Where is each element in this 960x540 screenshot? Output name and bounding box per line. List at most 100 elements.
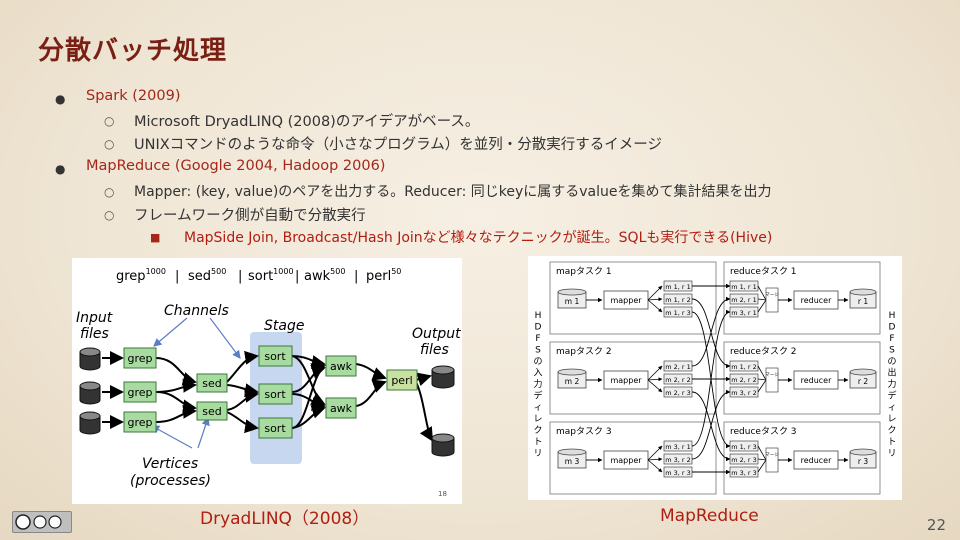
cmd-sep: | (295, 269, 299, 284)
reduce-input-label: m 2, r 3 (731, 456, 757, 464)
hdfs-input-char: レ (533, 415, 542, 425)
bullet-item: フレームワーク側が自動で分散実行 (134, 208, 366, 224)
hdfs-output-char: ト (887, 438, 896, 448)
hdfs-input-char: 力 (533, 378, 542, 390)
map-input-label: m 3 (565, 457, 580, 466)
sed-node (196, 401, 228, 421)
merge-label: マージ (765, 292, 779, 298)
hdfs-output-char: S (889, 346, 895, 356)
reduce-input-label: m 1, r 3 (731, 443, 757, 451)
hdfs-input-char: S (535, 346, 541, 356)
hdfs-input-char: F (535, 334, 540, 344)
reduce-output-label: r 3 (858, 457, 868, 466)
map-edge (647, 365, 663, 381)
shuffle-edge (691, 389, 731, 460)
map-input-cylinder-top (557, 288, 587, 296)
awk-node (325, 397, 357, 419)
cmd-sed: sed500 (188, 267, 226, 284)
sed-label: sed (202, 405, 221, 418)
bullet-circle-icon: ○ (104, 114, 115, 128)
merge-label: マージ (765, 452, 779, 458)
page-number: 22 (926, 516, 946, 534)
shuffle-edge (691, 309, 731, 447)
reduce-input-label: m 2, r 1 (731, 296, 757, 304)
hdfs-input-char: ト (533, 438, 542, 448)
map-edge (647, 299, 663, 313)
awk-label: awk (330, 360, 353, 373)
hdfs-input-char: ク (533, 425, 542, 436)
sort-node (258, 383, 293, 405)
map-output-label: m 1, r 2 (665, 296, 691, 304)
hdfs-input-char: ィ (533, 403, 542, 413)
bullet-dot-icon: ● (55, 162, 66, 176)
vertices-label-2: (processes) (130, 473, 211, 489)
map-output-label: m 3, r 3 (665, 469, 691, 477)
output-label-2: files (420, 342, 449, 358)
map-edge (647, 285, 663, 301)
bullet-square-icon: ■ (150, 231, 161, 244)
cmd-sep: | (238, 269, 242, 284)
reduce-edge (757, 378, 767, 381)
cmd-sort: sort1000 (248, 267, 294, 284)
cmd-perl: perl50 (366, 267, 401, 284)
hdfs-output-char: F (889, 334, 894, 344)
grep-label: grep (127, 352, 152, 365)
reduce-task-title: reduceタスク 3 (730, 426, 797, 437)
sort-node (258, 345, 293, 367)
map-edge (647, 297, 663, 302)
grep-node (123, 381, 157, 403)
reduce-edge (757, 365, 767, 381)
map-task-title: mapタスク 2 (556, 346, 612, 357)
map-edge (647, 459, 663, 473)
map-output-label: m 3, r 2 (665, 456, 691, 464)
output-file-cylinders (431, 365, 455, 457)
dryad-diagram: grep1000 | sed500 | sort1000 | awk500 | … (72, 258, 462, 504)
output-label-1: Output (412, 326, 461, 342)
cmd-sep: | (354, 269, 358, 284)
reduce-edge (757, 459, 767, 473)
stage-label: Stage (264, 318, 304, 334)
cc-license-badge (12, 511, 72, 533)
sort-label: sort (264, 422, 286, 435)
reducer-label: reducer (801, 376, 833, 385)
mapreduce-caption: MapReduce (660, 506, 759, 526)
merge-label: マージ (765, 372, 779, 378)
reduce-edge (757, 458, 767, 461)
grep-label: grep (127, 386, 152, 399)
sort-label: sort (264, 350, 286, 363)
mapper-label: mapper (610, 376, 642, 385)
grep-label: grep (127, 416, 152, 429)
reduce-tasks: reduceタスク 1m 1, r 1m 2, r 1m 3, r 1マージre… (723, 261, 881, 495)
map-task-title: mapタスク 3 (556, 426, 612, 437)
reduce-input-label: m 1, r 2 (731, 363, 757, 371)
dryad-svg: grep1000 | sed500 | sort1000 | awk500 | … (76, 267, 461, 498)
reduce-input-label: m 2, r 2 (731, 376, 757, 384)
map-output-label: m 1, r 3 (665, 309, 691, 317)
hdfs-output-char: ク (887, 425, 896, 436)
awk-node (325, 355, 357, 377)
reducer-label: reducer (801, 456, 833, 465)
hdfs-output-char: の (887, 357, 896, 367)
reduce-output-label: r 2 (858, 377, 868, 386)
map-output-label: m 2, r 3 (665, 389, 691, 397)
sort-label: sort (264, 388, 286, 401)
source-slide-number: 18 (438, 490, 447, 498)
bullet-item: Spark (2009) (86, 88, 181, 104)
bullet-circle-icon: ○ (104, 185, 115, 199)
hdfs-output-char: レ (887, 415, 896, 425)
reduce-edge (757, 445, 767, 461)
reduce-input-label: m 3, r 3 (731, 469, 757, 477)
hdfs-output-char: 力 (887, 378, 896, 390)
map-output-label: m 3, r 1 (665, 443, 691, 451)
hdfs-input-char: デ (533, 390, 542, 402)
reduce-task-title: reduceタスク 2 (730, 346, 797, 357)
grep-node (123, 411, 157, 433)
reduce-edge (757, 379, 767, 393)
merge-box (765, 287, 779, 313)
input-label-1: Input (76, 310, 113, 326)
hdfs-input-char: D (535, 323, 542, 333)
reduce-output-cylinder-top (849, 368, 877, 376)
hdfs-input-char: の (533, 357, 542, 367)
